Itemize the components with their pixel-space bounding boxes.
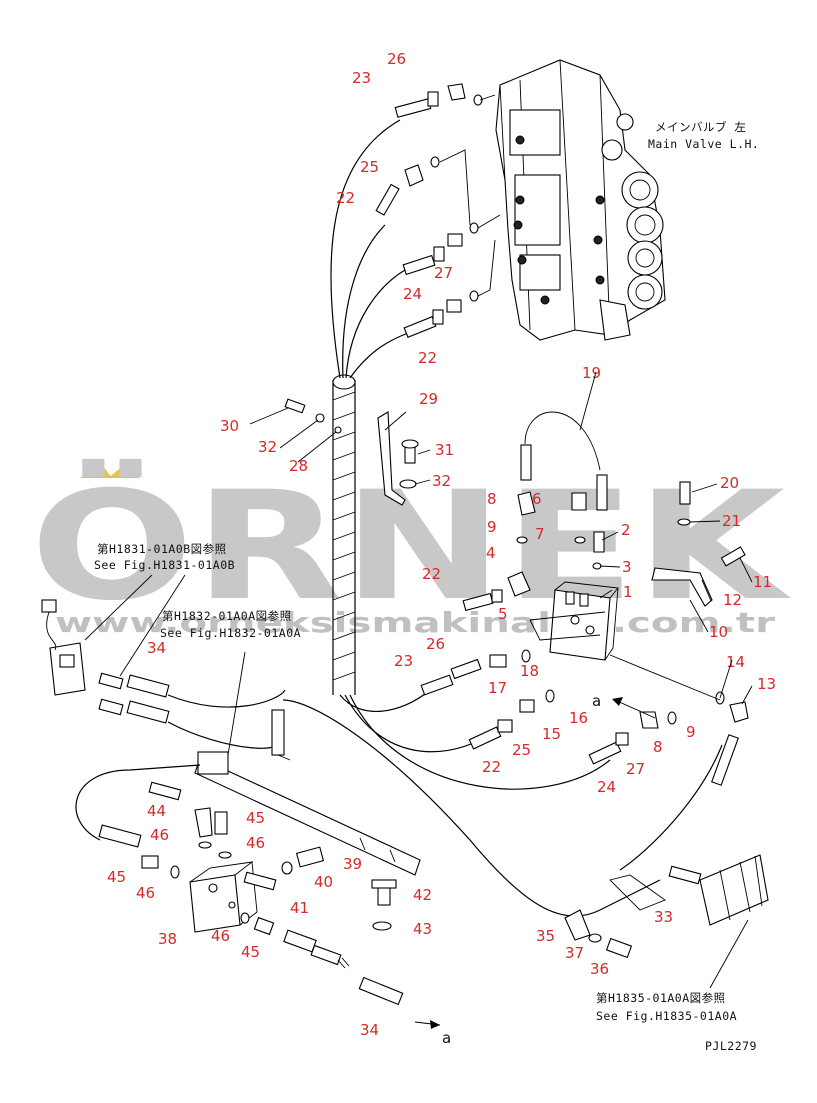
callout-26-top: 26 bbox=[387, 50, 406, 68]
callout-25-top: 25 bbox=[360, 158, 379, 176]
callout-40: 40 bbox=[314, 873, 333, 891]
solenoid-block bbox=[507, 411, 746, 661]
reference-leaders bbox=[84, 574, 749, 1029]
callout-1: 1 bbox=[623, 583, 633, 601]
callout-37: 37 bbox=[565, 944, 584, 962]
callout-9-lower: 9 bbox=[686, 723, 696, 741]
callout-41: 41 bbox=[290, 899, 309, 917]
callout-12: 12 bbox=[723, 591, 742, 609]
callout-25-lower: 25 bbox=[512, 741, 531, 759]
ref3-label-jp: 第H1835-01A0A図参照 bbox=[596, 991, 726, 1005]
drawing-number: PJL2279 bbox=[705, 1039, 757, 1053]
callout-10: 10 bbox=[709, 623, 728, 641]
ref1-label-en: See Fig.H1831-01A0B bbox=[94, 558, 235, 572]
callout-numbers: 26 23 25 22 27 24 22 19 29 30 32 28 31 3… bbox=[107, 50, 776, 1039]
callout-22-lower: 22 bbox=[422, 565, 441, 583]
callout-46-bottom: 46 bbox=[211, 927, 230, 945]
callout-32-right: 32 bbox=[432, 472, 451, 490]
callout-30: 30 bbox=[220, 417, 239, 435]
callout-45-upper: 45 bbox=[246, 809, 265, 827]
ref3-label-en: See Fig.H1835-01A0A bbox=[596, 1009, 737, 1023]
callout-19: 19 bbox=[582, 364, 601, 382]
callout-34-upper: 34 bbox=[147, 639, 166, 657]
callout-45-left: 45 bbox=[107, 868, 126, 886]
callout-24-top: 24 bbox=[403, 285, 422, 303]
main-valve bbox=[495, 59, 666, 341]
callout-5: 5 bbox=[498, 605, 508, 623]
upper-fittings bbox=[375, 83, 501, 338]
callout-27-top: 27 bbox=[434, 264, 453, 282]
callout-28: 28 bbox=[289, 457, 308, 475]
callout-31: 31 bbox=[435, 441, 454, 459]
callout-22-mid: 22 bbox=[418, 349, 437, 367]
callout-39: 39 bbox=[343, 855, 362, 873]
callout-33: 33 bbox=[654, 908, 673, 926]
callout-45-bottom: 45 bbox=[241, 943, 260, 961]
callout-22-bottom: 22 bbox=[482, 758, 501, 776]
callout-15: 15 bbox=[542, 725, 561, 743]
callout-leaders bbox=[249, 371, 753, 705]
watermark-accent-left bbox=[80, 462, 112, 478]
callout-9-upper: 9 bbox=[487, 518, 497, 536]
callout-11: 11 bbox=[753, 573, 772, 591]
callout-16: 16 bbox=[569, 709, 588, 727]
callout-36: 36 bbox=[590, 960, 609, 978]
lower-left-assembly bbox=[41, 599, 769, 1006]
ref2-label-jp: 第H1832-01A0A図参照 bbox=[162, 609, 292, 623]
callout-4: 4 bbox=[486, 544, 496, 562]
watermark-url: www.orneksismakinalari.com.tr bbox=[55, 606, 775, 639]
arrow-a-lower: a bbox=[442, 1029, 451, 1047]
callout-32-left: 32 bbox=[258, 438, 277, 456]
callout-34-lower: 34 bbox=[360, 1021, 379, 1039]
callout-13: 13 bbox=[757, 675, 776, 693]
callout-38: 38 bbox=[158, 930, 177, 948]
callout-21: 21 bbox=[722, 512, 741, 530]
callout-23-top: 23 bbox=[352, 69, 371, 87]
callout-22-upper: 22 bbox=[336, 189, 355, 207]
middle-fittings bbox=[420, 589, 749, 871]
callout-46-mid: 46 bbox=[136, 884, 155, 902]
main-valve-label-jp: メインバルブ 左 bbox=[655, 120, 746, 134]
callout-2: 2 bbox=[621, 521, 631, 539]
hose-bundle bbox=[330, 119, 611, 790]
callout-44: 44 bbox=[147, 802, 166, 820]
main-valve-label-en: Main Valve L.H. bbox=[648, 137, 759, 151]
callout-42: 42 bbox=[413, 886, 432, 904]
callout-24-lower: 24 bbox=[597, 778, 616, 796]
callout-3: 3 bbox=[622, 558, 632, 576]
callout-35: 35 bbox=[536, 927, 555, 945]
callout-8-upper: 8 bbox=[487, 490, 497, 508]
callout-8-lower: 8 bbox=[653, 738, 663, 756]
arrow-a-middle: a bbox=[592, 692, 601, 710]
callout-46-right: 46 bbox=[246, 834, 265, 852]
callout-23-lower: 23 bbox=[394, 652, 413, 670]
callout-14: 14 bbox=[726, 653, 745, 671]
callout-7: 7 bbox=[535, 525, 545, 543]
callout-46-left: 46 bbox=[150, 826, 169, 844]
callout-20: 20 bbox=[720, 474, 739, 492]
ref1-label-jp: 第H1831-01A0B図参照 bbox=[97, 542, 227, 556]
callout-29: 29 bbox=[419, 390, 438, 408]
ref2-label-en: See Fig.H1832-01A0A bbox=[160, 626, 301, 640]
callout-6: 6 bbox=[532, 490, 542, 508]
callout-17: 17 bbox=[488, 679, 507, 697]
watermark-accent-right bbox=[108, 462, 140, 478]
callout-27-lower: 27 bbox=[626, 760, 645, 778]
callout-18: 18 bbox=[520, 662, 539, 680]
callout-43: 43 bbox=[413, 920, 432, 938]
callout-26-lower: 26 bbox=[426, 635, 445, 653]
